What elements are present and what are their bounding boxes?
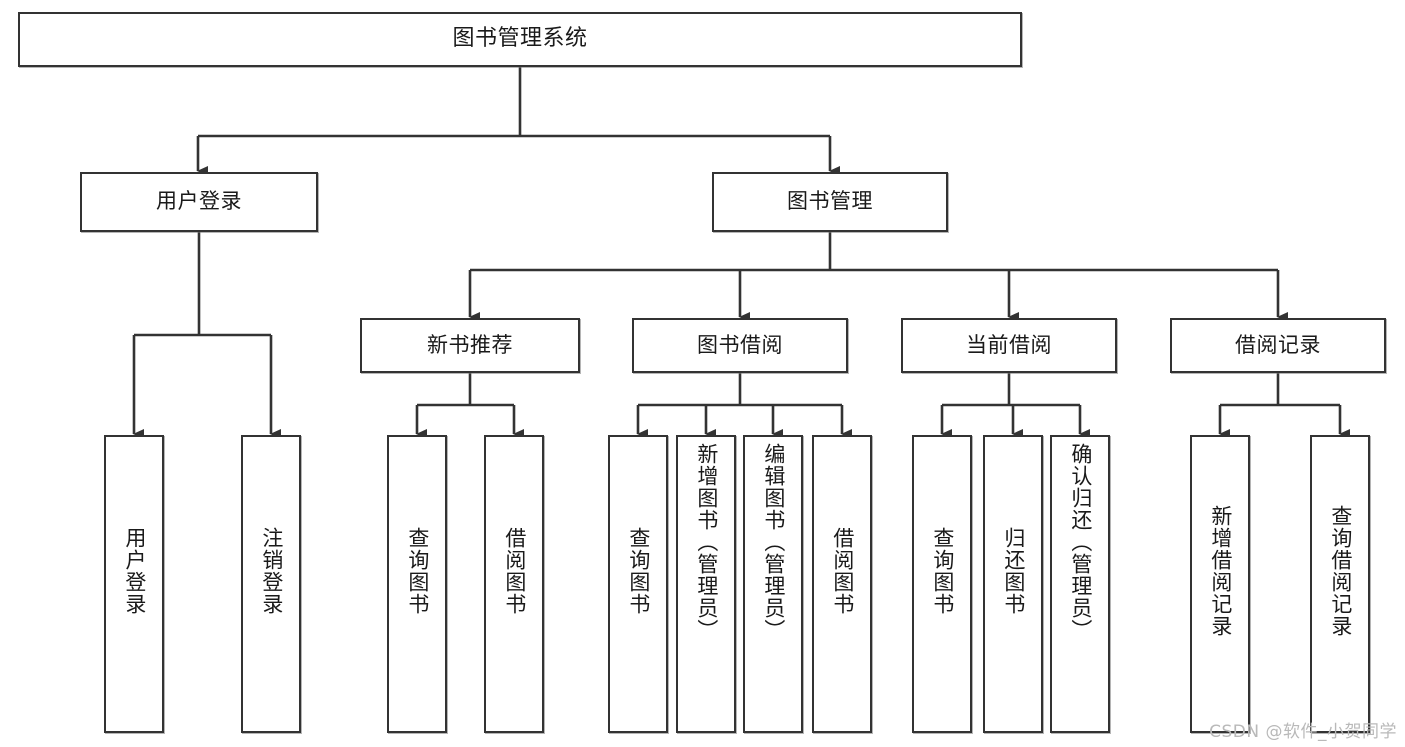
node-borrow-record[interactable]: 借阅记录 [1170,318,1386,373]
leaf-node-label: 新增图书（管理员） [694,443,719,641]
node-current-borrow[interactable]: 当前借阅 [901,318,1117,373]
leaf-node-label: 查询图书 [930,527,955,615]
node-book-manage-label: 图书管理 [787,189,873,214]
leaf-node-label: 借阅图书 [830,527,855,615]
leaf-node-label: 归还图书 [1001,527,1026,615]
node-borrow-record-label: 借阅记录 [1235,332,1321,357]
tree-edges [132,67,1350,439]
leaf-node-label: 查询图书 [626,527,651,615]
node-root-label: 图书管理系统 [452,26,588,52]
leaf-node[interactable]: 查询图书 [387,435,447,733]
leaf-node[interactable]: 确认归还（管理员） [1050,435,1110,733]
node-user-login[interactable]: 用户登录 [80,172,318,232]
leaf-node[interactable]: 查询借阅记录 [1310,435,1370,733]
leaf-node-label: 用户登录 [122,527,147,615]
leaf-node[interactable]: 归还图书 [983,435,1043,733]
leaf-node-label: 新增借阅记录 [1208,505,1233,637]
leaf-node[interactable]: 查询图书 [912,435,972,733]
node-book-borrow[interactable]: 图书借阅 [632,318,848,373]
leaf-node-label: 注销登录 [259,527,284,615]
leaf-node[interactable]: 新增借阅记录 [1190,435,1250,733]
csdn-watermark: CSDN @软件_小贺同学 [1209,722,1397,742]
node-book-manage[interactable]: 图书管理 [712,172,948,232]
leaf-node[interactable]: 注销登录 [241,435,301,733]
leaf-node[interactable]: 借阅图书 [812,435,872,733]
leaf-node-label: 编辑图书（管理员） [761,443,786,641]
node-book-borrow-label: 图书借阅 [697,332,783,357]
node-user-login-label: 用户登录 [156,189,242,214]
node-new-book-recommend-label: 新书推荐 [427,332,513,357]
leaf-node[interactable]: 用户登录 [104,435,164,733]
leaf-node[interactable]: 编辑图书（管理员） [743,435,803,733]
leaf-node[interactable]: 借阅图书 [484,435,544,733]
leaf-node[interactable]: 查询图书 [608,435,668,733]
leaf-node-label: 确认归还（管理员） [1068,443,1093,641]
node-current-borrow-label: 当前借阅 [966,332,1052,357]
leaf-node-label: 查询借阅记录 [1328,505,1353,637]
leaf-node-label: 查询图书 [405,527,430,615]
leaf-node-label: 借阅图书 [502,527,527,615]
leaf-node[interactable]: 新增图书（管理员） [676,435,736,733]
node-new-book-recommend[interactable]: 新书推荐 [360,318,580,373]
node-root[interactable]: 图书管理系统 [18,12,1022,67]
